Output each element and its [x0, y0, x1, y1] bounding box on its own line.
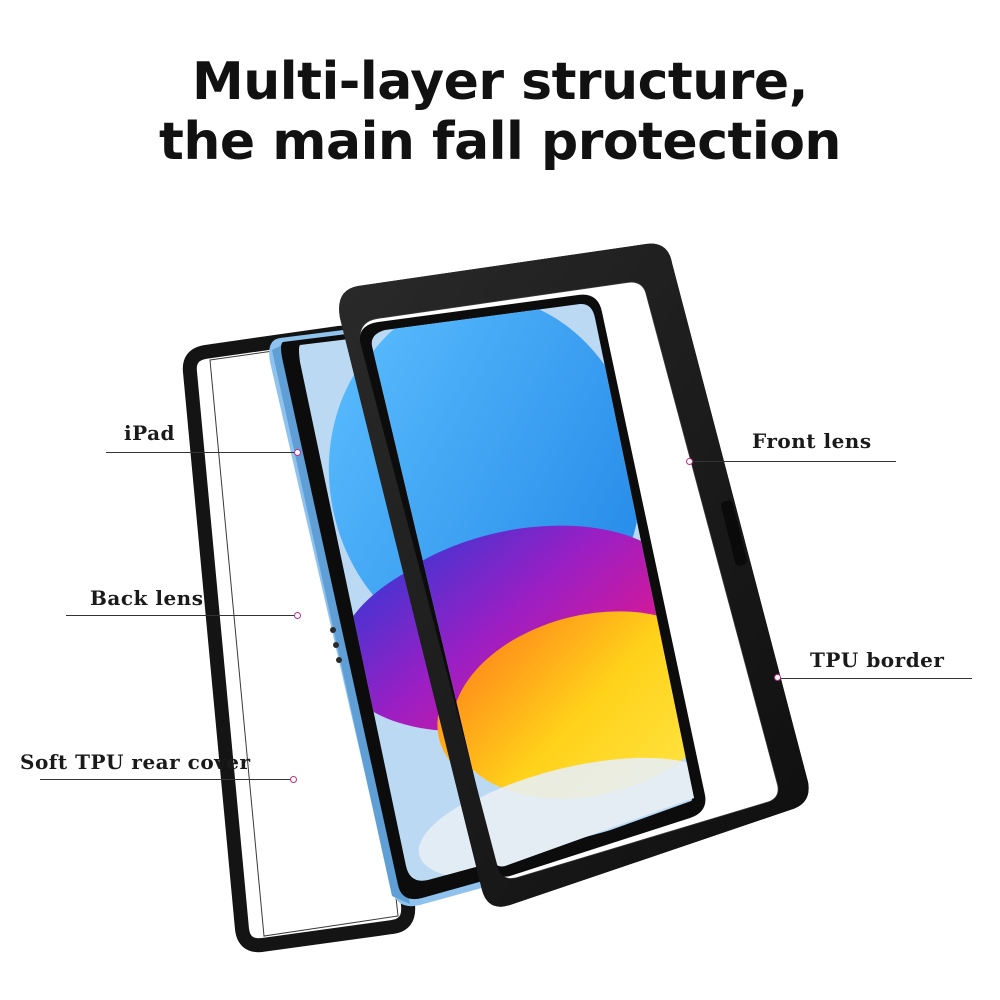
callout-line-soft-tpu-rear-cover: [40, 779, 292, 780]
callout-soft-tpu-rear-cover: Soft TPU rear cover: [20, 750, 251, 774]
callout-line-back-lens: [66, 615, 296, 616]
callout-line-ipad: [106, 452, 298, 453]
callout-marker-tpu-border: [774, 674, 781, 681]
callout-line-tpu-border: [780, 678, 972, 679]
callout-ipad: iPad: [124, 421, 176, 445]
callout-marker-ipad: [294, 449, 301, 456]
callout-marker-soft-tpu-rear-cover: [290, 776, 297, 783]
callout-line-front-lens: [692, 461, 896, 462]
callout-marker-front-lens: [686, 458, 693, 465]
callout-tpu-border: TPU border: [810, 648, 945, 672]
front-tpu-border-frame: [339, 243, 809, 907]
page-title: Multi-layer structure, the main fall pro…: [0, 52, 1000, 172]
callout-back-lens: Back lens: [90, 586, 204, 610]
title-line-2: the main fall protection: [159, 112, 841, 172]
title-line-1: Multi-layer structure,: [192, 52, 808, 112]
callout-front-lens: Front lens: [752, 429, 872, 453]
callout-marker-back-lens: [294, 612, 301, 619]
